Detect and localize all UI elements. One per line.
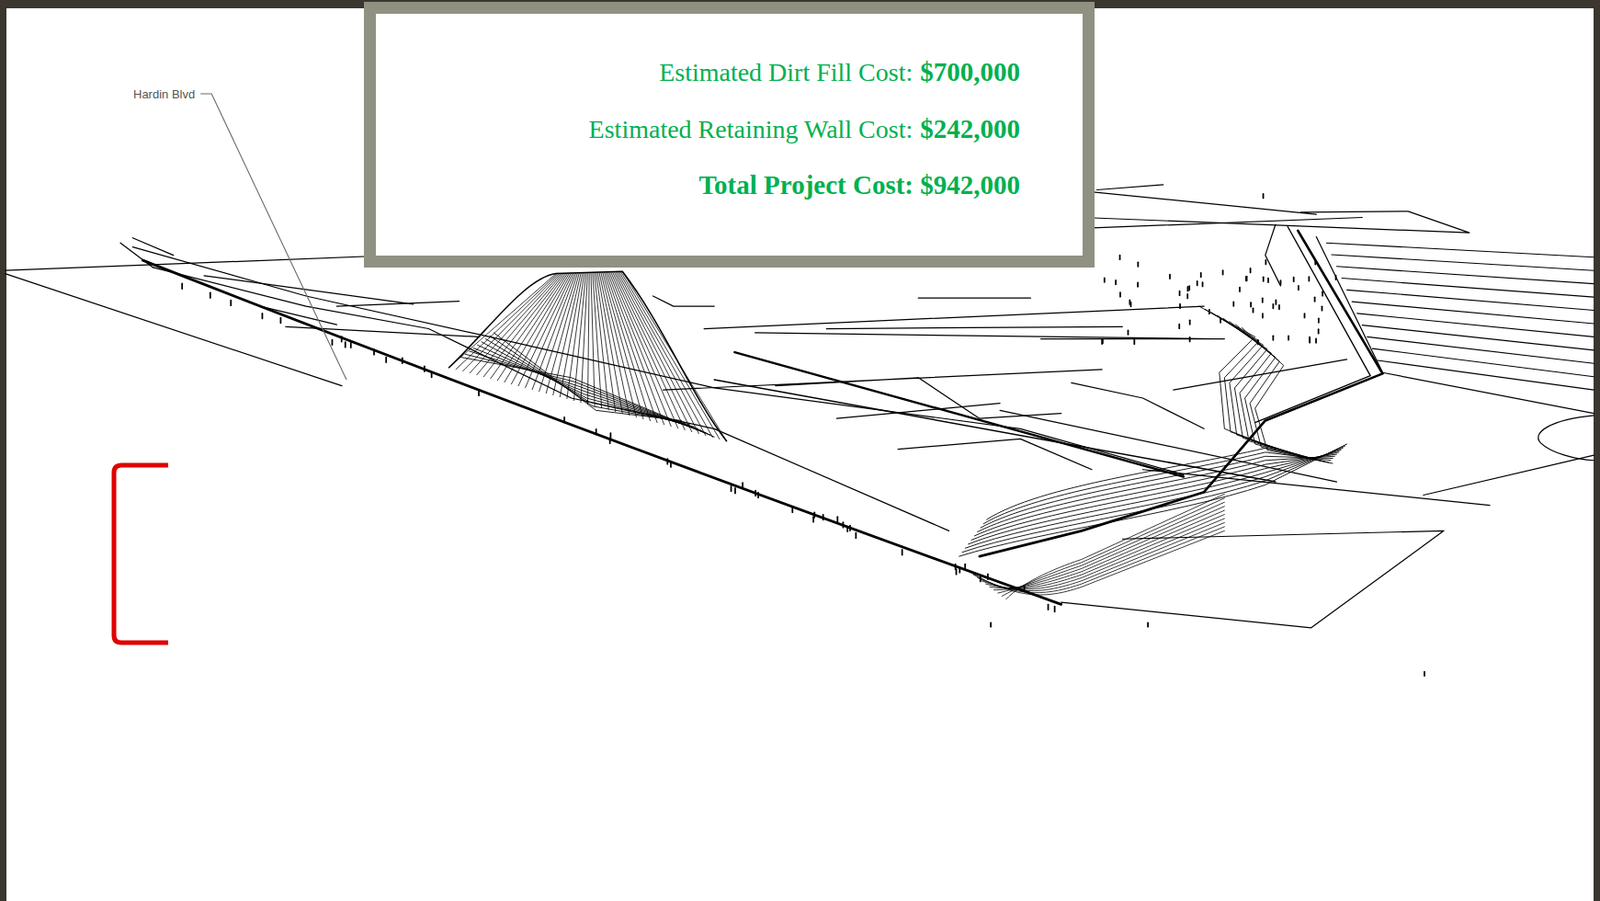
cost-line: Estimated Retaining Wall Cost:$242,000: [589, 113, 1021, 146]
cost-value: $242,000: [919, 113, 1021, 146]
cost-box: Estimated Dirt Fill Cost:$700,000Estimat…: [363, 1, 1095, 268]
cost-value: Total Project Cost: $942,000: [698, 169, 1021, 202]
cost-caption: Estimated Retaining Wall Cost:: [589, 113, 914, 146]
red-bracket: [113, 465, 169, 643]
cost-caption: Estimated Dirt Fill Cost:: [658, 56, 913, 89]
cost-line: Estimated Dirt Fill Cost:$700,000: [658, 56, 1021, 89]
cost-line: Total Project Cost: $942,000: [698, 169, 1021, 202]
street-label: Hardin Blvd: [132, 87, 196, 102]
cost-value: $700,000: [919, 56, 1021, 89]
leader-line: [200, 93, 347, 380]
